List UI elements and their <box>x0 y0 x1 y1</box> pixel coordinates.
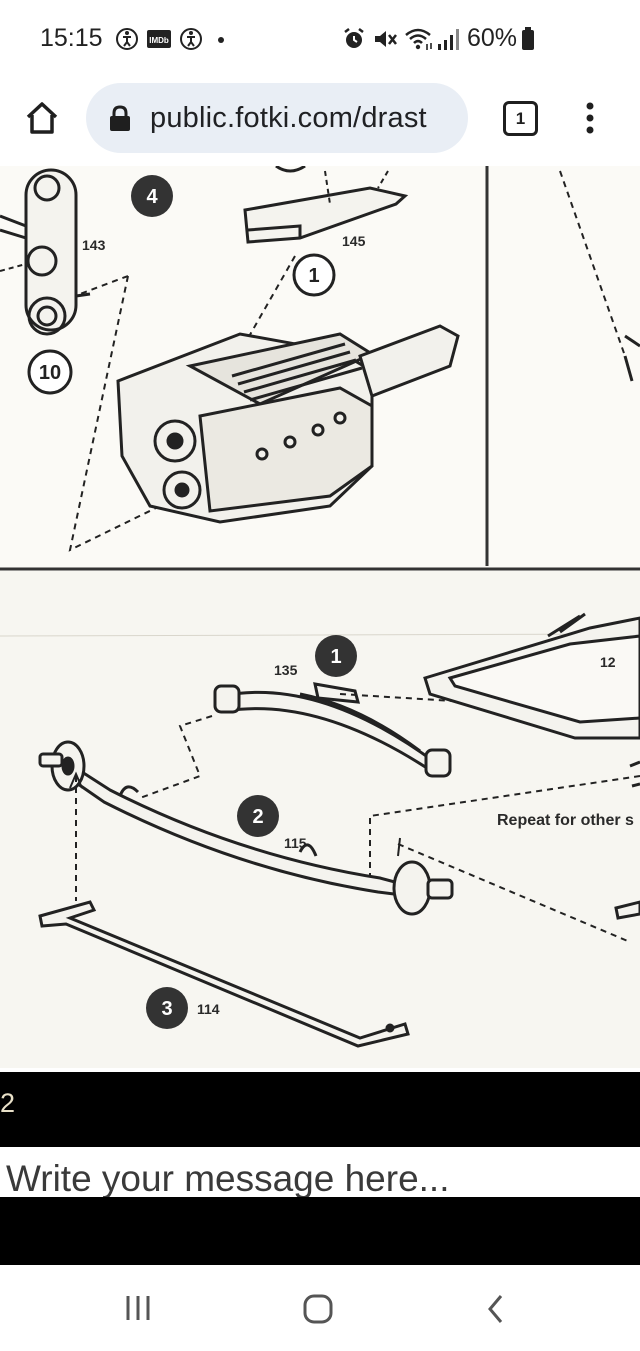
step-ring-10 <box>27 349 73 395</box>
bottom-black-bar <box>0 1197 640 1265</box>
step-badge-1 <box>315 635 357 677</box>
engine-block-part <box>116 324 460 524</box>
accessibility-icon <box>180 28 202 50</box>
browser-toolbar: public.fotki.com/drast 1 <box>0 80 640 167</box>
status-bar: 15:15 IMDb 60% <box>0 0 640 80</box>
system-nav-bar <box>0 1265 640 1351</box>
repeat-note: Repeat for other s <box>497 812 634 829</box>
signal-icon <box>438 29 459 50</box>
step-ring-1-top <box>292 253 336 297</box>
dot-icon <box>218 37 224 43</box>
step-number-10: 10 <box>39 362 61 384</box>
message-input[interactable] <box>6 1155 640 1197</box>
step-badge-4 <box>131 175 173 217</box>
part-label-135: 135 <box>274 662 298 678</box>
svg-text:IMDb: IMDb <box>149 36 169 45</box>
address-bar[interactable]: public.fotki.com/drast <box>86 83 468 153</box>
instruction-sheet-image: 4 1 10 143 <box>0 166 640 1068</box>
imdb-icon: IMDb <box>147 30 171 48</box>
wifi-icon <box>405 28 432 50</box>
message-area <box>0 1147 640 1197</box>
page-indicator-bar: 2 <box>0 1072 640 1147</box>
url-text: public.fotki.com/drast <box>150 102 427 134</box>
status-time: 15:15 <box>40 24 103 52</box>
home-icon[interactable] <box>24 100 60 136</box>
battery-percent: 60% <box>467 24 518 52</box>
step-number-1: 1 <box>330 646 341 668</box>
recent-apps-icon[interactable] <box>124 1293 152 1323</box>
accessibility-icon <box>116 28 138 50</box>
lock-icon <box>110 105 130 131</box>
assembly-diagram: 4 1 10 143 <box>0 166 640 1068</box>
alarm-icon <box>344 28 364 48</box>
more-vert-icon[interactable] <box>580 100 600 136</box>
track-rod-part <box>38 900 410 1048</box>
rear-axle-part <box>38 740 454 916</box>
mute-icon <box>375 31 397 47</box>
fan-belt-part <box>0 168 91 336</box>
home-nav-icon[interactable] <box>302 1293 334 1325</box>
step-number-4: 4 <box>146 186 158 208</box>
step-badge-2 <box>237 795 279 837</box>
step-badge-3 <box>146 987 188 1029</box>
battery-icon <box>522 27 534 50</box>
part-label-145: 145 <box>342 233 366 249</box>
tabs-button[interactable]: 1 <box>503 101 538 136</box>
leaf-spring-part <box>213 682 452 778</box>
part-label-143: 143 <box>82 237 106 253</box>
step-number-1-top: 1 <box>308 265 319 287</box>
engine-plate-part <box>243 166 409 244</box>
page-number: 2 <box>0 1088 16 1118</box>
part-label-115: 115 <box>284 835 307 851</box>
back-icon[interactable] <box>486 1293 506 1325</box>
part-label-114: 114 <box>197 1001 220 1017</box>
step-number-2: 2 <box>252 806 263 828</box>
chassis-frame-part <box>423 612 640 740</box>
part-label-12: 12 <box>600 654 616 670</box>
step-number-3: 3 <box>161 998 172 1020</box>
